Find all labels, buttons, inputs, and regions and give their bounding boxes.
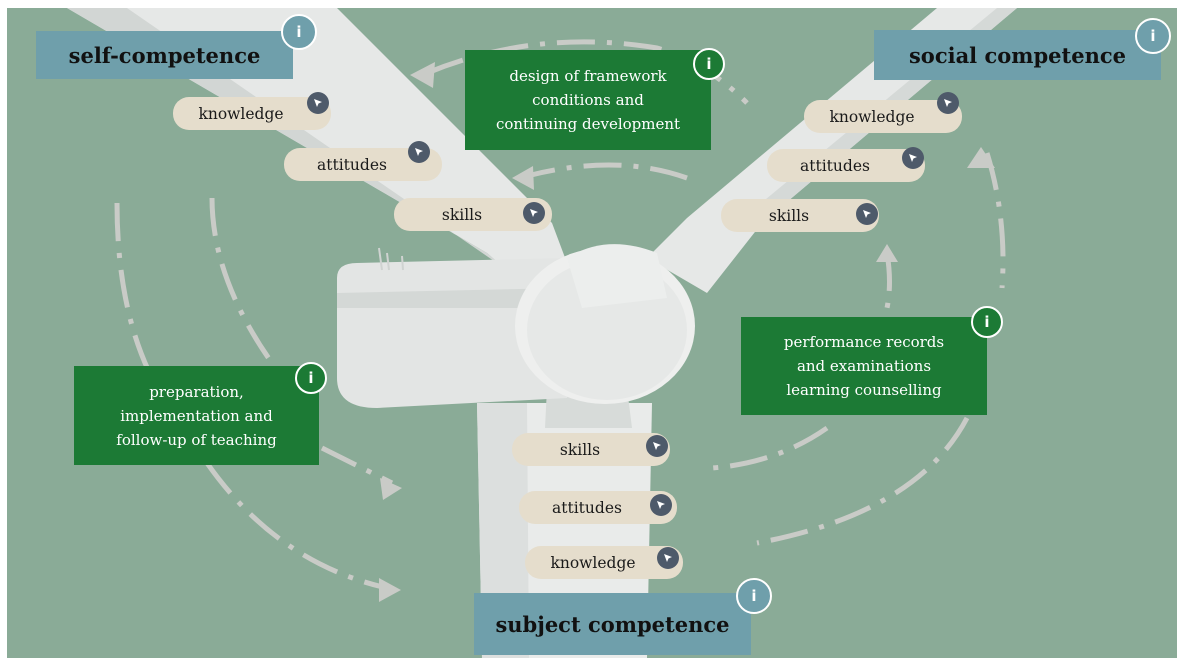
self-knowledge-pill[interactable]: knowledge bbox=[173, 97, 331, 130]
framework-info-icon[interactable]: i bbox=[693, 48, 725, 80]
social-competence-info-icon[interactable]: i bbox=[1135, 18, 1171, 54]
performance-line-1: performance records bbox=[783, 333, 945, 351]
cursor-arrow-icon[interactable] bbox=[856, 203, 878, 225]
self-competence-heading: self-competence bbox=[36, 31, 293, 79]
social-competence-heading: social competence bbox=[874, 30, 1161, 80]
cursor-arrow-icon[interactable] bbox=[408, 141, 430, 163]
framework-process-box: design of framework conditions and conti… bbox=[465, 50, 711, 150]
pill-label: knowledge bbox=[550, 553, 636, 572]
subject-knowledge-pill[interactable]: knowledge bbox=[525, 546, 683, 579]
cursor-arrow-icon[interactable] bbox=[307, 92, 329, 114]
social-competence-title: social competence bbox=[908, 42, 1127, 68]
self-competence-title: self-competence bbox=[68, 42, 261, 68]
framework-line-1: design of framework bbox=[509, 67, 667, 85]
performance-line-2: and examinations bbox=[796, 357, 932, 375]
pill-label: attitudes bbox=[317, 155, 387, 174]
teaching-line-3: follow-up of teaching bbox=[116, 430, 277, 449]
subject-skills-pill[interactable]: skills bbox=[512, 433, 670, 466]
self-competence-info-icon[interactable]: i bbox=[281, 14, 317, 50]
pill-label: knowledge bbox=[829, 107, 915, 126]
pill-label: attitudes bbox=[552, 498, 622, 517]
framework-line-3: continuing development bbox=[495, 115, 681, 133]
cursor-arrow-icon[interactable] bbox=[902, 147, 924, 169]
social-attitudes-pill[interactable]: attitudes bbox=[767, 149, 925, 182]
teaching-info-icon[interactable]: i bbox=[295, 362, 327, 394]
cursor-arrow-icon[interactable] bbox=[523, 202, 545, 224]
social-skills-pill[interactable]: skills bbox=[721, 199, 879, 232]
subject-competence-heading: subject competence bbox=[474, 593, 751, 655]
pill-label: skills bbox=[559, 440, 601, 459]
cursor-arrow-icon[interactable] bbox=[937, 92, 959, 114]
teaching-line-1: preparation, bbox=[149, 382, 244, 401]
pill-label: skills bbox=[768, 206, 810, 225]
teaching-line-2: implementation and bbox=[120, 406, 273, 425]
cursor-arrow-icon[interactable] bbox=[646, 435, 668, 457]
social-knowledge-pill[interactable]: knowledge bbox=[804, 100, 962, 133]
teaching-process-box: preparation, implementation and follow-u… bbox=[74, 366, 319, 465]
subject-competence-title: subject competence bbox=[495, 611, 730, 637]
performance-line-3: learning counselling bbox=[786, 381, 942, 399]
framework-line-2: conditions and bbox=[532, 91, 644, 109]
cursor-arrow-icon[interactable] bbox=[657, 547, 679, 569]
presentation-canvas: self-competence i social competence i su… bbox=[7, 8, 1177, 658]
cursor-arrow-icon[interactable] bbox=[650, 494, 672, 516]
pill-label: skills bbox=[441, 205, 483, 224]
pill-label: attitudes bbox=[800, 156, 870, 175]
performance-info-icon[interactable]: i bbox=[971, 306, 1003, 338]
subject-competence-info-icon[interactable]: i bbox=[736, 578, 772, 614]
performance-process-box: performance records and examinations lea… bbox=[741, 317, 987, 415]
pill-label: knowledge bbox=[198, 104, 284, 123]
